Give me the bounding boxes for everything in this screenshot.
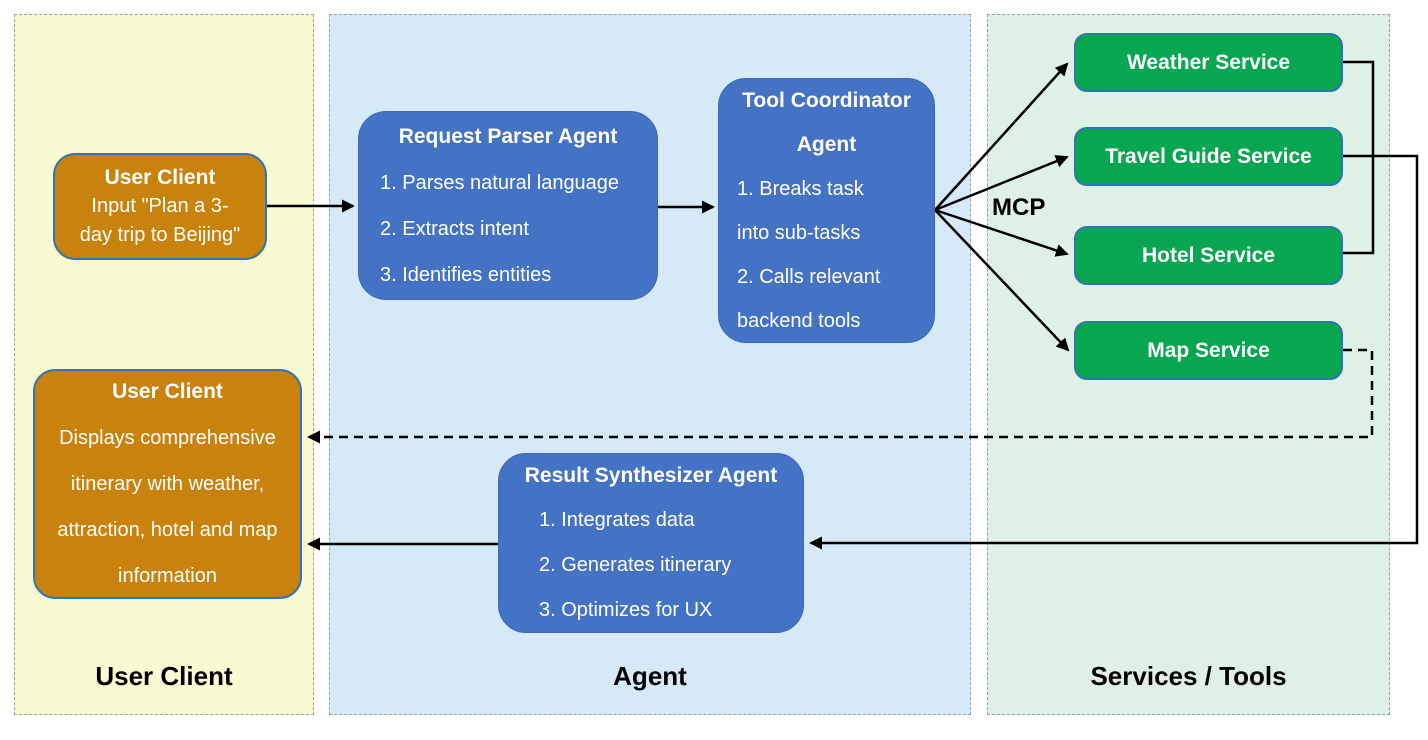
node-request-parser-agent: Request Parser Agent 1. Parses natural l…: [358, 111, 658, 300]
node-title: Hotel Service: [1141, 243, 1276, 267]
node-title: User Client: [112, 380, 223, 403]
node-title: Travel Guide Service: [1105, 144, 1312, 168]
lane-agent-label: Agent: [613, 661, 687, 691]
lane-user-client: User Client: [14, 14, 314, 715]
node-title: User Client: [104, 166, 216, 189]
node-hotel-service: Hotel Service: [1074, 226, 1343, 285]
node-result-synthesizer-agent: Result Synthesizer Agent 1. Integrates d…: [498, 453, 804, 633]
node-weather-service: Weather Service: [1074, 33, 1343, 92]
lane-user-client-label: User Client: [95, 661, 233, 691]
node-title: Result Synthesizer Agent: [524, 464, 778, 487]
node-title: Tool Coordinator Agent: [742, 88, 911, 156]
mcp-edge-label: MCP: [992, 194, 1046, 221]
node-title: Map Service: [1147, 338, 1270, 362]
node-travel-guide-service: Travel Guide Service: [1074, 127, 1343, 186]
node-title: Weather Service: [1126, 50, 1291, 74]
node-body: Input "Plan a 3-day trip to Beijing": [79, 195, 241, 246]
node-title: Request Parser Agent: [398, 124, 618, 148]
lane-services-tools-label: Services / Tools: [1090, 661, 1287, 691]
node-map-service: Map Service: [1074, 321, 1343, 380]
node-user-client-input: User Client Input "Plan a 3-day trip to …: [53, 153, 267, 260]
